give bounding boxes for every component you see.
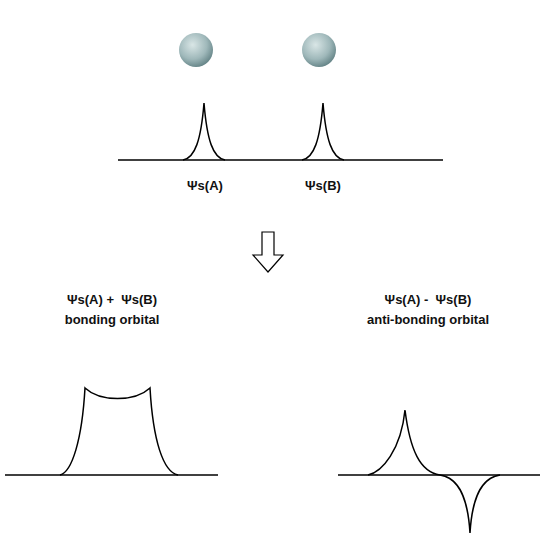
orbital-label: Ψs(A) - Ψs(B)	[385, 292, 472, 308]
atom-a	[179, 33, 213, 67]
orbital-label: Ψs(B)	[305, 178, 341, 194]
wavefunction-a	[183, 103, 225, 160]
antibonding-curve	[368, 410, 500, 533]
wavefunction-b	[302, 103, 344, 160]
axis-line	[5, 474, 218, 476]
orbital-label: bonding orbital	[65, 312, 160, 328]
bonding-curve	[60, 388, 178, 475]
orbital-label: Ψs(A)	[187, 178, 223, 194]
down-arrow	[253, 232, 283, 272]
atom-b	[302, 33, 336, 67]
orbital-label: anti-bonding orbital	[367, 312, 489, 328]
orbital-label: Ψs(A) + Ψs(B)	[67, 292, 157, 308]
axis-line	[118, 159, 443, 161]
